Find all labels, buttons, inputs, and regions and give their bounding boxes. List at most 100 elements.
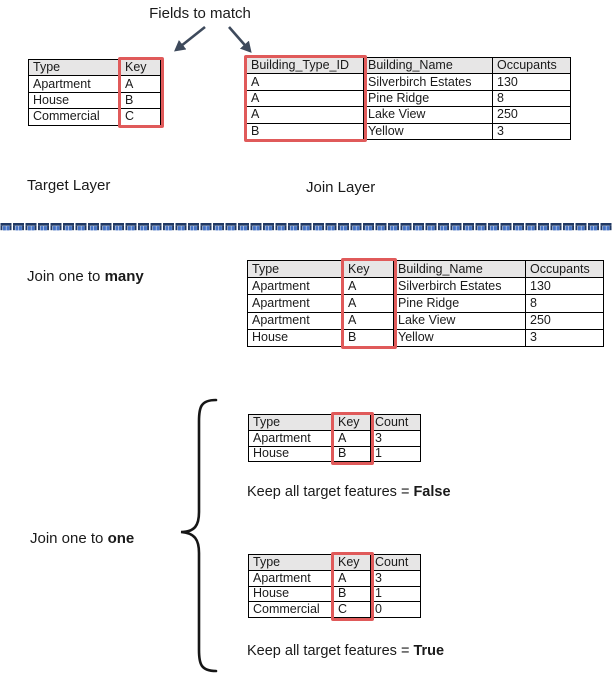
column-header: Occupants [492, 56, 571, 75]
keep-true-caption-prefix: Keep all target features = [247, 643, 414, 659]
table-cell: 3 [492, 122, 571, 140]
column-header: Building_Type_ID [246, 56, 364, 75]
table-cell: B [333, 445, 371, 463]
table-cell: A [343, 311, 394, 330]
column-header: Key [343, 259, 394, 279]
table-cell: 3 [370, 429, 421, 447]
column-header: Type [28, 58, 121, 77]
table-cell: B [343, 328, 394, 347]
table-cell: 8 [492, 89, 571, 108]
keep-false-caption-bold: False [413, 484, 451, 500]
table-cell: Pine Ridge [363, 89, 493, 108]
table-cell: Apartment [247, 277, 344, 296]
table-cell: Silverbirch Estates [363, 73, 493, 91]
join-one-to-one-label-bold: one [107, 530, 135, 547]
join-one-to-many-label: Join one to many [27, 268, 144, 285]
column-header: Occupants [525, 259, 604, 279]
table-cell: House [28, 91, 121, 110]
table-cell: 3 [525, 328, 604, 347]
table-cell: A [246, 89, 364, 108]
table-cell: Yellow [363, 122, 493, 140]
keep-false-caption: Keep all target features = False [247, 484, 451, 500]
keep-true-caption-bold: True [413, 643, 445, 659]
table-cell: 250 [525, 311, 604, 330]
target-layer-label: Target Layer [27, 177, 111, 194]
table-cell: Yellow [393, 328, 526, 347]
table-cell: Apartment [248, 569, 334, 587]
join-one-to-many-label-prefix: Join one to [27, 268, 105, 285]
table-cell: 3 [370, 569, 421, 587]
table-cell: A [120, 75, 161, 93]
table-cell: Silverbirch Estates [393, 277, 526, 296]
table-cell: 1 [370, 445, 421, 463]
table-cell: A [343, 277, 394, 296]
column-header: Type [247, 259, 344, 279]
table-cell: 130 [492, 73, 571, 91]
decorative-dashed-divider-icon [0, 222, 613, 234]
table-cell: Apartment [247, 294, 344, 313]
table-cell: A [246, 106, 364, 124]
table-cell: Apartment [28, 75, 121, 93]
fields-to-match-title: Fields to match [149, 5, 251, 22]
table-cell: Lake View [363, 106, 493, 124]
down-left-arrow-icon [174, 25, 206, 52]
table-cell: A [343, 294, 394, 313]
keep-false-caption-prefix: Keep all target features = [247, 484, 414, 500]
table-cell: Apartment [247, 311, 344, 330]
column-header: Building_Name [393, 259, 526, 279]
table-cell: C [333, 601, 371, 619]
table-cell: Pine Ridge [393, 294, 526, 313]
table-cell: 130 [525, 277, 604, 296]
table-cell: Lake View [393, 311, 526, 330]
table-cell: B [333, 585, 371, 603]
keep-true-caption: Keep all target features = True [247, 643, 444, 659]
table-cell: C [120, 108, 161, 126]
join-one-to-one-label-prefix: Join one to [30, 530, 108, 547]
column-header: Type [248, 554, 334, 571]
table-cell: A [333, 429, 371, 447]
column-header: Building_Name [363, 56, 493, 75]
column-header: Key [333, 554, 371, 571]
column-header: Key [120, 58, 161, 77]
column-header: Key [333, 414, 371, 431]
table-cell: Commercial [248, 601, 334, 619]
table-cell: 0 [370, 601, 421, 619]
column-header: Count [370, 554, 421, 571]
table-cell: 8 [525, 294, 604, 313]
table-cell: House [248, 585, 334, 603]
down-right-arrow-icon [228, 26, 252, 53]
table-cell: B [120, 91, 161, 110]
table-cell: House [248, 445, 334, 463]
table-cell: A [246, 73, 364, 91]
left-curly-brace-icon [180, 398, 218, 673]
fields-to-match-arrows [174, 25, 252, 53]
